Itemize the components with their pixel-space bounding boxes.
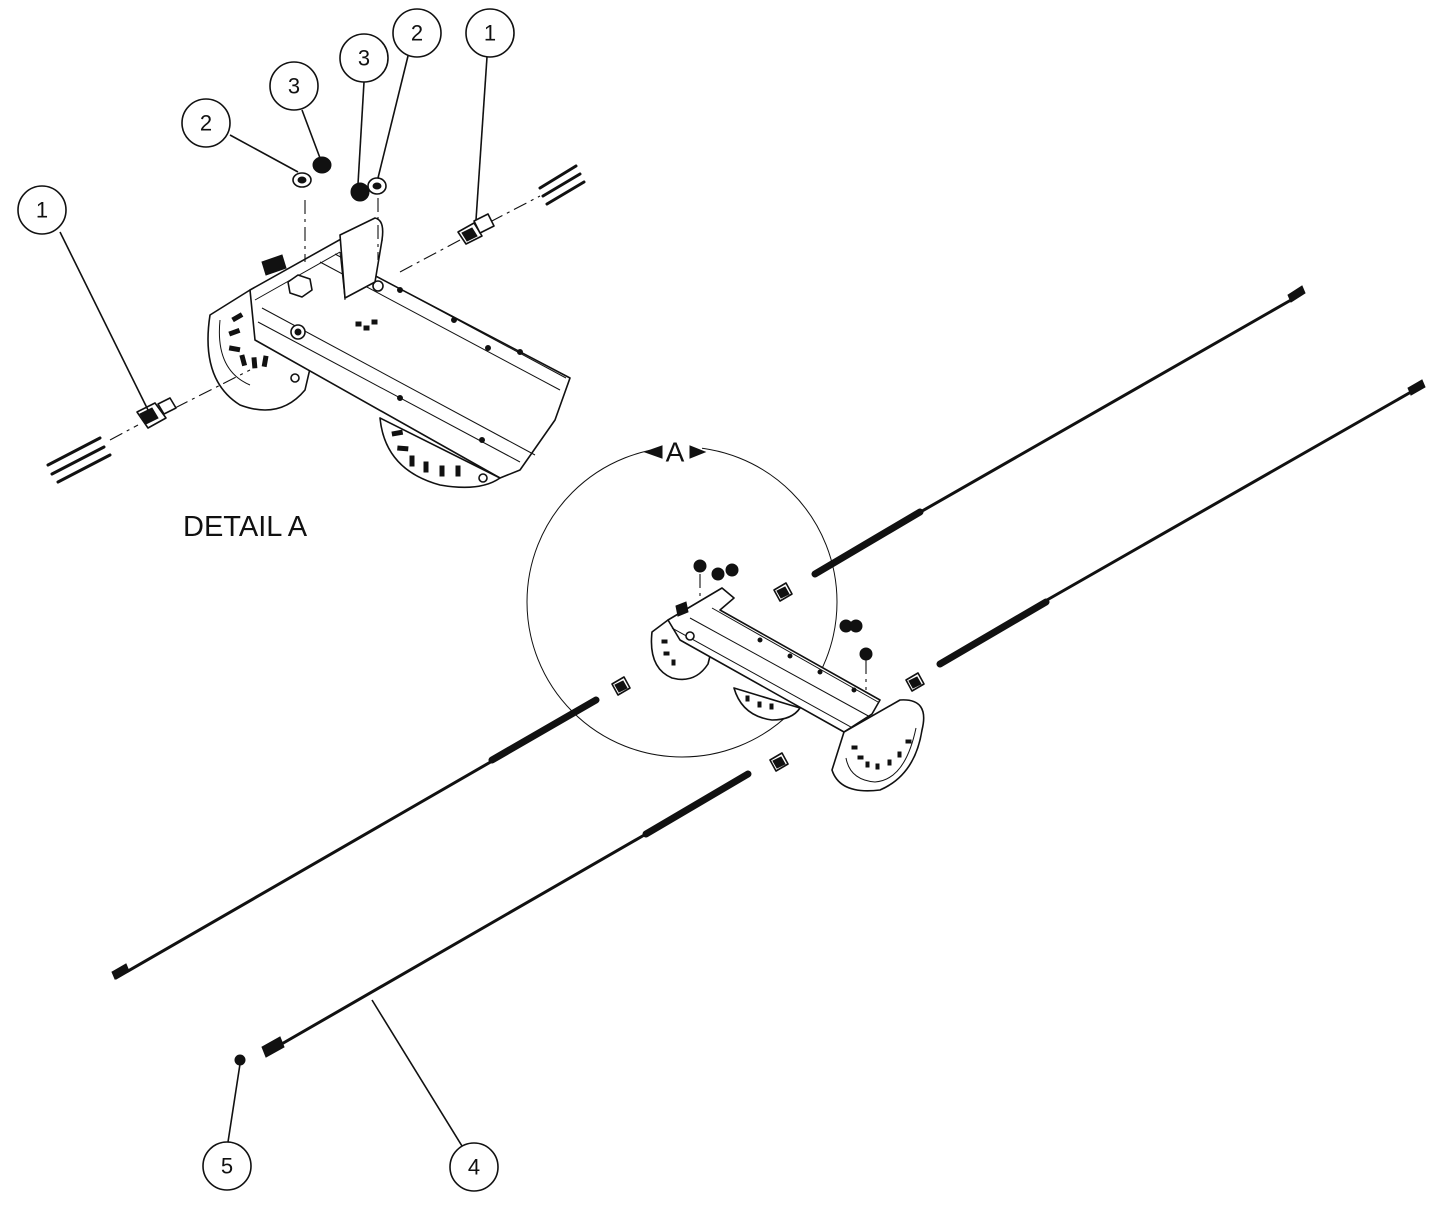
detail-fitting-right (457, 213, 495, 245)
detail-nut-left (292, 172, 312, 188)
balloon-detail-1-right: 1 (465, 8, 515, 221)
svg-text:1: 1 (484, 21, 496, 46)
detail-nut-right (367, 177, 387, 195)
main-channel-body (667, 587, 881, 733)
rod-upper-left (111, 696, 600, 980)
main-fitting-right (905, 672, 925, 692)
detail-rod-stub-left (46, 436, 112, 484)
main-plate-slots (661, 639, 912, 770)
detail-hex-bolt (287, 274, 313, 298)
svg-text:5: 5 (221, 1154, 233, 1179)
balloon-detail-1-left: 1 (17, 185, 149, 411)
svg-text:3: 3 (288, 74, 300, 99)
main-end-plate-right (831, 699, 925, 792)
detail-fitting-left (136, 397, 177, 429)
detail-plate-slots-left (228, 312, 269, 369)
balloon-main-5: 5 (202, 1054, 252, 1191)
detail-rod-stub-right (538, 164, 586, 206)
rod-lower-right (936, 379, 1426, 668)
main-fitting-lower (769, 752, 789, 772)
main-fitting-left (611, 676, 631, 696)
balloon-detail-3-left: 3 (269, 61, 321, 159)
svg-text:1: 1 (36, 198, 48, 223)
detail-protractor-lower (379, 417, 501, 489)
detail-view-letter: A (666, 437, 685, 468)
main-protractor-lower (733, 687, 801, 721)
main-nuts-right (839, 619, 873, 690)
svg-text:4: 4 (468, 1155, 480, 1180)
svg-text:2: 2 (411, 21, 423, 46)
detail-plate-slots-lower (391, 429, 461, 477)
main-end-plate-left (650, 619, 713, 681)
main-nuts-left (693, 559, 739, 612)
svg-text:2: 2 (200, 111, 212, 136)
detail-a-view: DETAIL A (46, 156, 586, 543)
rod-upper-right (811, 285, 1306, 578)
detail-washer-right (350, 182, 370, 202)
main-assembly-view: A (111, 285, 1426, 1058)
detail-stud (261, 254, 287, 276)
balloon-detail-2-left: 2 (181, 98, 299, 173)
detail-end-plate-right (339, 217, 384, 299)
balloon-detail-3-right: 3 (339, 33, 389, 185)
detail-washer-left (312, 156, 332, 174)
main-fitting-upper (773, 582, 793, 602)
rod-lower-left (261, 770, 752, 1058)
balloon-detail-2-right: 2 (377, 8, 442, 179)
balloon-main-4: 4 (371, 999, 499, 1192)
detail-title: DETAIL A (183, 511, 308, 543)
svg-text:3: 3 (358, 46, 370, 71)
detail-hole-pattern (355, 287, 523, 443)
